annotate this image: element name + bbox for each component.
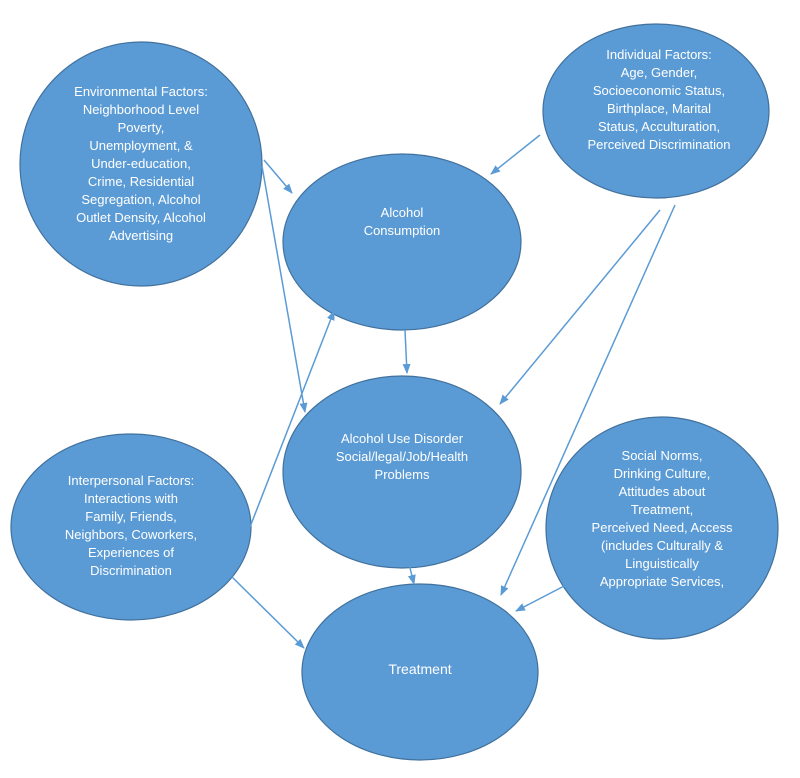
environmental-line-3: Poverty, bbox=[117, 120, 165, 135]
environmental-line-9: Advertising bbox=[108, 228, 174, 243]
interpersonal-line-1: Interpersonal Factors: bbox=[67, 473, 195, 488]
social-line-6: (includes Culturally & bbox=[600, 538, 724, 553]
arrow-social-to-treatment bbox=[515, 583, 569, 612]
arrow-environmental-to-disorder bbox=[261, 165, 308, 413]
environmental-line-1: Environmental Factors: bbox=[74, 84, 208, 99]
arrow-interpersonal-to-treatment bbox=[231, 576, 305, 649]
individual-line-5: Status, Acculturation, bbox=[597, 119, 721, 134]
social-line-1: Social Norms, bbox=[621, 448, 703, 463]
alcohol-use-disorder-label: Alcohol Use Disorder Social/legal/Job/He… bbox=[302, 430, 502, 484]
disorder-line-1: Alcohol Use Disorder bbox=[340, 431, 464, 446]
consumption-line-2: Consumption bbox=[363, 223, 441, 238]
environmental-line-4: Unemployment, & bbox=[89, 138, 193, 153]
environmental-factors-node bbox=[19, 41, 263, 287]
arrow-disorder-to-treatment bbox=[407, 559, 416, 585]
individual-line-3: Socioeconomic Status, bbox=[592, 83, 726, 98]
environmental-line-5: Under-education, bbox=[91, 156, 191, 171]
individual-factors-node bbox=[542, 23, 770, 199]
social-line-2: Drinking Culture, bbox=[613, 466, 711, 481]
arrow-environmental-to-consumption bbox=[263, 159, 293, 194]
treatment-label: Treatment bbox=[330, 660, 510, 678]
individual-line-4: Birthplace, Marital bbox=[606, 101, 712, 116]
individual-line-1: Individual Factors: bbox=[606, 47, 712, 62]
interpersonal-line-2: Interactions with bbox=[84, 491, 178, 506]
interpersonal-line-5: Experiences of bbox=[88, 545, 174, 560]
social-line-3: Attitudes about bbox=[618, 484, 706, 499]
arrow-individual-to-disorder bbox=[499, 209, 661, 405]
interpersonal-line-3: Family, Friends, bbox=[85, 509, 177, 524]
disorder-line-3: Problems bbox=[374, 467, 430, 482]
alcohol-consumption-node bbox=[282, 153, 522, 331]
interpersonal-factors-node bbox=[10, 433, 252, 621]
social-norms-node bbox=[545, 416, 779, 640]
treatment-line-1: Treatment bbox=[388, 661, 452, 677]
treatment-node bbox=[301, 583, 539, 761]
interpersonal-line-4: Neighbors, Coworkers, bbox=[64, 527, 198, 542]
social-norms-label: Social Norms, Drinking Culture, Attitude… bbox=[562, 447, 762, 591]
individual-line-2: Age, Gender, bbox=[620, 65, 698, 80]
environmental-line-2: Neighborhood Level bbox=[82, 102, 200, 117]
environmental-line-6: Crime, Residential bbox=[87, 174, 195, 189]
interpersonal-factors-label: Interpersonal Factors: Interactions with… bbox=[31, 472, 231, 580]
environmental-factors-label: Environmental Factors: Neighborhood Leve… bbox=[41, 83, 241, 245]
arrow-interpersonal-to-consumption bbox=[249, 310, 335, 528]
alcohol-use-disorder-node bbox=[282, 375, 522, 569]
disorder-line-2: Social/legal/Job/Health bbox=[335, 449, 469, 464]
alcohol-consumption-label: Alcohol Consumption bbox=[312, 204, 492, 240]
arrow-individual-to-consumption bbox=[490, 134, 541, 175]
social-line-4: Treatment, bbox=[630, 502, 694, 517]
interpersonal-line-6: Discrimination bbox=[90, 563, 172, 578]
consumption-line-1: Alcohol bbox=[380, 205, 424, 220]
individual-factors-label: Individual Factors: Age, Gender, Socioec… bbox=[559, 46, 759, 154]
individual-line-6: Perceived Discrimination bbox=[587, 137, 731, 152]
environmental-line-8: Outlet Density, Alcohol bbox=[76, 210, 206, 225]
environmental-line-7: Segregation, Alcohol bbox=[81, 192, 201, 207]
social-line-5: Perceived Need, Access bbox=[591, 520, 733, 535]
social-line-7: Linguistically bbox=[625, 556, 699, 571]
social-line-8: Appropriate Services, bbox=[599, 574, 725, 589]
arrow-consumption-to-disorder bbox=[402, 329, 411, 374]
arrow-individual-to-treatment bbox=[500, 204, 676, 596]
